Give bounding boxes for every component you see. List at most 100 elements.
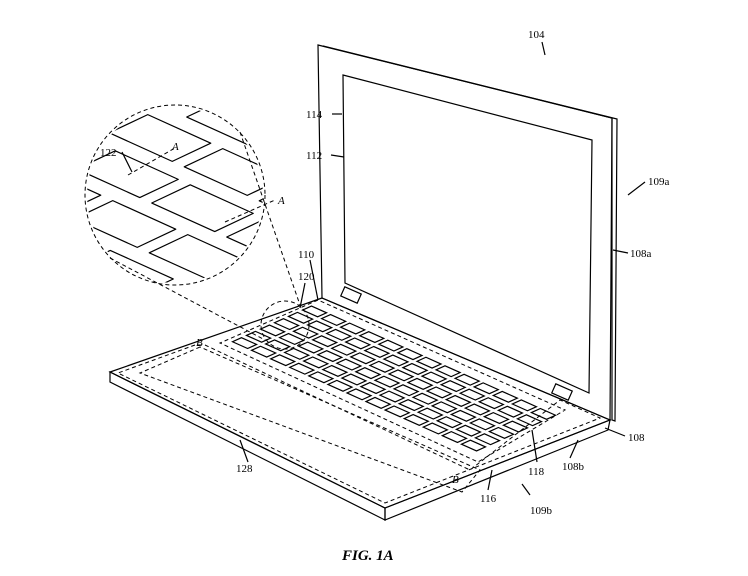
- keyboard-key: [473, 433, 501, 446]
- keyboard-key: [430, 401, 458, 414]
- magnified-key: [0, 182, 23, 229]
- keyboard-key: [335, 358, 363, 371]
- keyboard-key: [401, 362, 429, 376]
- keyboard-key: [482, 411, 510, 425]
- keyboard-key: [468, 418, 496, 431]
- magnified-detail: [0, 104, 589, 341]
- label-section-a-1: A: [171, 141, 179, 153]
- label-section-b-1: B: [196, 337, 203, 349]
- label-110: 110: [298, 249, 315, 261]
- keyboard-key: [345, 388, 373, 401]
- keyboard-key: [402, 413, 430, 427]
- keyboard-key: [344, 337, 372, 350]
- magnified-key: [87, 166, 102, 214]
- keyboard-key: [491, 390, 519, 403]
- keyboard-key: [420, 371, 448, 384]
- figure-caption: FIG. 1A: [341, 548, 394, 564]
- keyboard-key: [501, 420, 529, 433]
- palm-rest-region: [116, 344, 602, 504]
- magnified-key: [409, 251, 511, 298]
- label-108a: 108a: [630, 248, 652, 260]
- keyboard-key: [458, 388, 486, 401]
- keyboard-key: [477, 397, 505, 410]
- magnified-key: [334, 217, 436, 264]
- keyboard-keys: [231, 305, 557, 452]
- keyboard-key: [297, 341, 325, 354]
- label-109b: 109b: [530, 505, 553, 517]
- keyboard-key: [444, 394, 472, 408]
- label-118: 118: [528, 466, 545, 478]
- keyboard-key: [283, 347, 311, 360]
- keyboard-key: [292, 326, 320, 339]
- keyboard-key: [387, 369, 415, 382]
- keyboard-key: [529, 407, 557, 420]
- display-lid: [317, 44, 618, 422]
- trackpad-region: [138, 346, 481, 493]
- keyboard-key: [311, 335, 339, 348]
- label-108: 108: [628, 432, 645, 444]
- keyboard-key: [320, 313, 348, 327]
- keyboard-key: [463, 403, 491, 416]
- keyboard-key: [288, 362, 316, 375]
- label-114: 114: [306, 109, 323, 121]
- keyboard-key: [349, 352, 377, 365]
- keyboard-key: [307, 371, 335, 384]
- keyboard-key: [325, 328, 353, 341]
- keyboard-key: [259, 324, 287, 337]
- magnified-key: [87, 215, 99, 264]
- label-section-a-2: A: [277, 195, 285, 207]
- magnified-key: [258, 182, 263, 230]
- magnified-key: [87, 150, 179, 199]
- keyboard-key: [321, 364, 349, 377]
- keyboard-key: [306, 320, 334, 333]
- hinge-left: [339, 285, 363, 305]
- keyboard-key: [383, 405, 411, 418]
- keyboard-key: [487, 426, 515, 439]
- keyboard-key: [364, 396, 392, 409]
- keyboard-key: [392, 384, 420, 397]
- keyboard-key: [245, 330, 273, 343]
- magnified-key: [226, 218, 263, 267]
- keyboard-key: [302, 356, 330, 369]
- magnified-key: [487, 235, 589, 282]
- keyboard-key: [250, 345, 278, 358]
- keyboard-region: [218, 299, 567, 463]
- keyboard-key: [339, 322, 367, 335]
- keyboard-key: [273, 318, 301, 331]
- keyboard-key: [425, 386, 453, 399]
- magnified-key: [377, 287, 479, 334]
- keyboard-key: [435, 416, 463, 429]
- keyboard-key: [406, 377, 434, 390]
- keyboard-key: [326, 379, 354, 392]
- magnified-key: [151, 184, 254, 233]
- detail-circle-small: [260, 300, 310, 350]
- keyboard-key: [377, 339, 405, 352]
- keyboard-key: [330, 343, 358, 356]
- keyboard-key: [411, 392, 439, 405]
- label-108b: 108b: [562, 461, 585, 473]
- keyboard-key: [358, 330, 386, 344]
- magnified-key: [108, 114, 212, 162]
- keyboard-key: [439, 380, 467, 393]
- label-section-b-2: B: [452, 474, 459, 486]
- magnified-key: [412, 201, 514, 248]
- keyboard-key: [359, 381, 387, 395]
- magnified-key: [183, 148, 263, 196]
- keyboard-key: [416, 407, 444, 420]
- keyboard-key: [340, 373, 368, 386]
- magnified-key: [147, 284, 249, 331]
- label-112: 112: [306, 150, 322, 162]
- keyboard-key: [510, 399, 538, 412]
- leader-lines: [121, 41, 646, 496]
- hinge-right: [550, 382, 574, 402]
- keyboard-key: [440, 430, 468, 444]
- laptop-base: [108, 297, 612, 521]
- keyboard-key: [396, 348, 424, 361]
- keyboard-key: [472, 382, 500, 395]
- magnified-key: [87, 200, 177, 248]
- keyboard-key: [397, 399, 425, 412]
- label-109a: 109a: [648, 176, 670, 188]
- keyboard-key: [378, 390, 406, 403]
